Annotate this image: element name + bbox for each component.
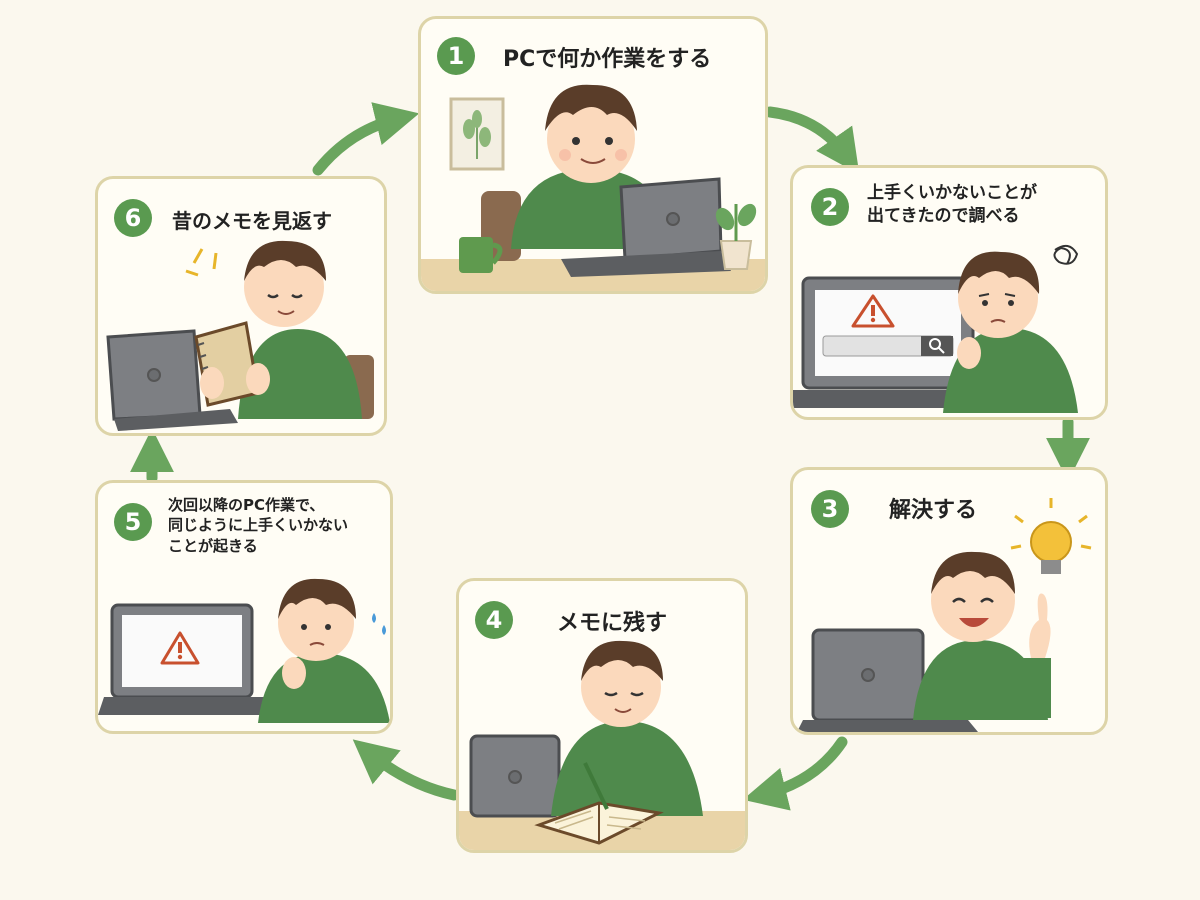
step-label-1: PCで何か作業をする: [503, 47, 712, 72]
step-illustration-1: [421, 84, 765, 291]
step-label-5: 次回以降のPC作業で、 同じように上手くいかない ことが起きる: [168, 496, 349, 555]
step-number-5: 5: [114, 503, 152, 541]
search-icon: [822, 335, 954, 357]
lightbulb-icon: [1010, 498, 1092, 574]
step-card-1: 1 PCで何か作業をする: [418, 16, 768, 294]
step-illustration-4: [459, 640, 745, 850]
avatar: [943, 251, 1078, 413]
step-card-4: 4 メモに残す: [456, 578, 748, 853]
laptop-icon: [469, 734, 561, 818]
step-label-2: 上手くいかないことが 出てきたので調べる: [867, 183, 1037, 226]
warning-icon: [851, 294, 895, 328]
step-card-2: 2 上手くいかないことが 出てきたので調べる: [790, 165, 1108, 420]
step-illustration-3: [797, 498, 1092, 732]
laptop-icon: [561, 177, 731, 277]
notebook-icon: [194, 321, 270, 407]
step-label-6: 昔のメモを見返す: [172, 209, 332, 233]
step-number-3: 3: [811, 490, 849, 528]
avatar: [238, 240, 362, 419]
step-card-5: 5 次回以降のPC作業で、 同じように上手くいかない ことが起きる: [95, 480, 393, 734]
step-illustration-5: [98, 578, 390, 723]
sweat-drops-icon: [372, 613, 386, 635]
step-card-6: 6 昔のメモを見返す: [95, 176, 387, 436]
step-illustration-6: [106, 240, 374, 431]
potted-plant-icon: [715, 203, 757, 270]
laptop-icon: [797, 628, 978, 732]
plant-frame-icon: [449, 97, 505, 171]
avatar: [551, 640, 703, 816]
step-card-3: 3 解決する: [790, 467, 1108, 735]
confused-scribble-icon: [1053, 244, 1079, 265]
step-label-4: メモに残す: [557, 611, 668, 636]
step-label-3: 解決する: [889, 498, 978, 523]
laptop-icon: [98, 603, 284, 715]
warning-icon: [160, 631, 200, 665]
avatar: [913, 551, 1051, 720]
step-number-1: 1: [437, 37, 475, 75]
laptop-icon: [106, 329, 238, 431]
step-number-6: 6: [114, 199, 152, 237]
avatar: [258, 578, 390, 723]
sparkle-icon: [185, 248, 218, 277]
laptop-icon: [793, 276, 1005, 408]
step-illustration-2: [793, 244, 1079, 413]
step-number-4: 4: [475, 601, 513, 639]
mug-icon: [459, 237, 503, 273]
notebook-icon: [534, 762, 664, 845]
step-number-2: 2: [811, 188, 849, 226]
